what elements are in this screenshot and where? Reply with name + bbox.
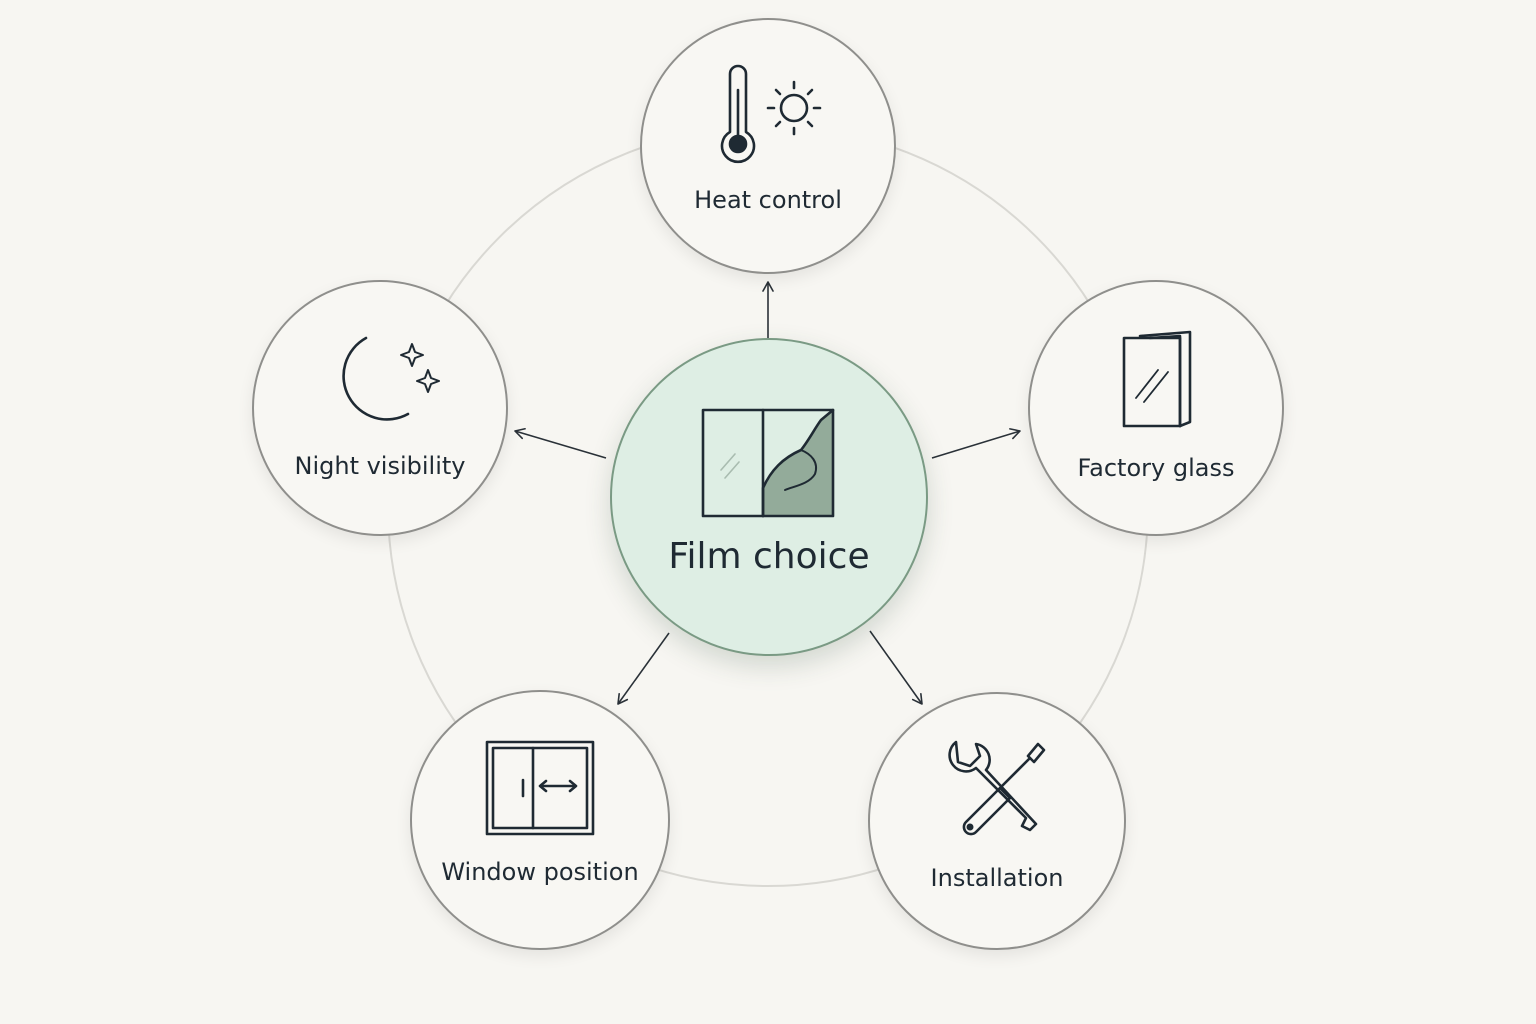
node-window-position[interactable]: Window position xyxy=(410,690,670,950)
arrow-to-night-visibility xyxy=(514,427,607,459)
center-label: Film choice xyxy=(668,536,870,577)
arrow-to-window-position xyxy=(617,632,670,705)
node-label-night-visibility: Night visibility xyxy=(294,452,466,480)
glass-panes-icon xyxy=(1030,330,1282,434)
node-label-window-position: Window position xyxy=(441,858,639,886)
node-installation[interactable]: Installation xyxy=(868,692,1126,950)
wrench-screwdriver-icon xyxy=(870,738,1124,842)
node-night-visibility[interactable]: Night visibility xyxy=(252,280,508,536)
node-heat-control[interactable]: Heat control xyxy=(640,18,896,274)
thermometer-sun-icon xyxy=(642,60,894,170)
moon-stars-icon xyxy=(254,334,506,430)
window-film-peel-icon xyxy=(612,406,926,518)
arrow-to-installation xyxy=(869,630,923,705)
node-factory-glass[interactable]: Factory glass xyxy=(1028,280,1284,536)
node-label-heat-control: Heat control xyxy=(694,186,842,214)
center-node-film-choice[interactable]: Film choice xyxy=(610,338,928,656)
node-label-installation: Installation xyxy=(930,864,1064,892)
sliding-window-icon xyxy=(412,740,668,836)
arrow-to-factory-glass xyxy=(931,428,1021,459)
node-label-factory-glass: Factory glass xyxy=(1077,454,1235,482)
